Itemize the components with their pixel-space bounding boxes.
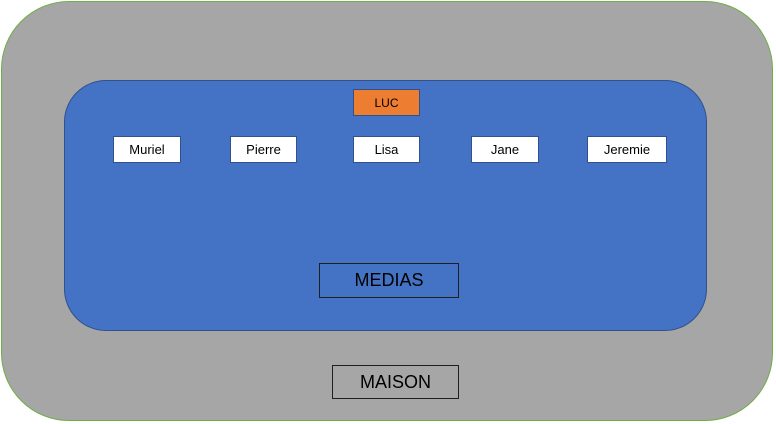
maison-label: MAISON — [332, 365, 459, 399]
node-member-jane: Jane — [471, 136, 539, 163]
medias-region — [64, 80, 707, 331]
node-luc: LUC — [353, 89, 420, 116]
node-member-muriel: Muriel — [113, 136, 181, 163]
node-member-lisa: Lisa — [353, 136, 420, 163]
node-member-jeremie: Jeremie — [587, 136, 667, 163]
node-member-pierre: Pierre — [230, 136, 297, 163]
medias-label: MEDIAS — [319, 263, 459, 298]
